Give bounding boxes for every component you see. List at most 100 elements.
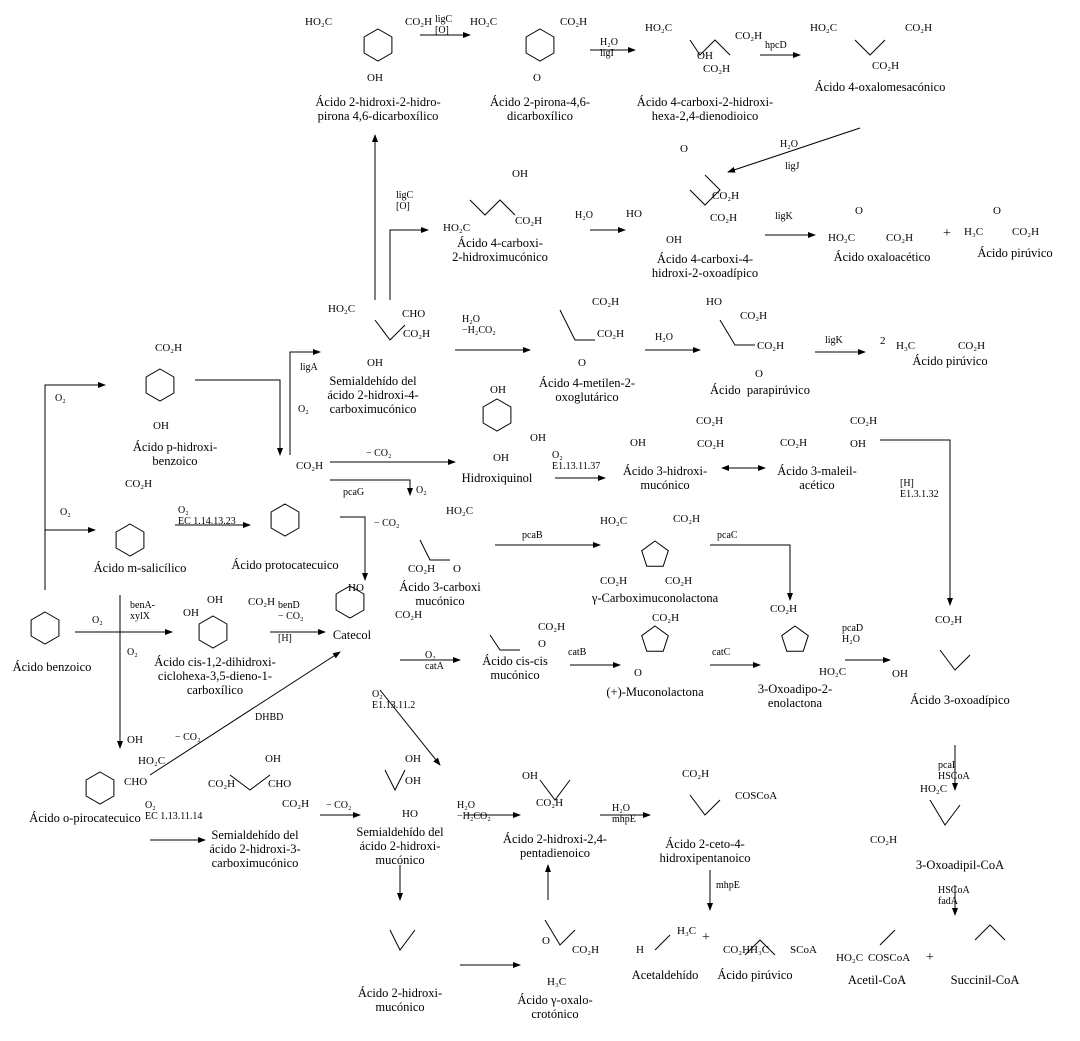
- enzyme-label: − CO₂: [374, 518, 400, 529]
- ring-structure: [641, 540, 669, 567]
- structure-group-label: O: [542, 935, 550, 947]
- structure-group-label: CO₂H: [780, 437, 808, 449]
- reaction-arrow: [389, 227, 429, 300]
- structure-group-label: CO₂H: [665, 575, 693, 587]
- structure-group-label: CO₂H: [282, 798, 310, 810]
- structure-group-label: CO₂H: [560, 16, 588, 28]
- structure-group-label: CO₂H: [905, 22, 933, 34]
- enzyme-label: DHBD: [255, 712, 284, 723]
- structure-group-label: CHO: [402, 308, 426, 320]
- ring-structure: [525, 28, 555, 62]
- structure-group-label: CO₂H: [248, 596, 276, 608]
- structure-group-label: CO₂H: [155, 342, 183, 354]
- structure-group-label: CO₂H: [870, 834, 898, 846]
- enzyme-label: benD − CO₂ [H]: [278, 600, 304, 644]
- structure-group-label: HO₂C: [600, 515, 628, 527]
- compound-name: Ácido 4-metilen-2- oxoglutárico: [538, 376, 636, 404]
- ring-structure: [115, 523, 145, 557]
- enzyme-label: O₂ EC 1.13.11.14: [145, 800, 203, 822]
- ring-structure: [335, 585, 365, 619]
- enzyme-label: ligA: [300, 362, 318, 373]
- chain-bond: [689, 39, 731, 56]
- structure-group-label: HO₂C: [470, 16, 498, 28]
- structure-group-label: H₃C: [896, 340, 916, 352]
- structure-group-label: COSCoA: [868, 952, 911, 964]
- compound-name: Ácido 4-carboxi-4- hidroxi-2-oxoadípico: [651, 252, 759, 280]
- reaction-arrow: [149, 651, 341, 776]
- reaction-arrow: [727, 127, 861, 173]
- chain-bond: [689, 794, 721, 816]
- chain-bond: [744, 939, 776, 956]
- compound-name: Ácido o-pirocatecuico: [29, 811, 141, 825]
- enzyme-label: [H] E1.3.1.32: [900, 478, 939, 500]
- plus-sign: +: [926, 950, 934, 965]
- structure-group-label: OH: [183, 607, 199, 619]
- compound-name: Ácido 4-carboxi- 2-hidroximucónico: [452, 236, 548, 264]
- structure-group-label: OH: [522, 770, 538, 782]
- enzyme-label: pcaC: [717, 530, 738, 541]
- compound-name: Succinil-CoA: [950, 973, 1020, 987]
- compound-name: Hidroxiquinol: [461, 471, 533, 485]
- structure-group-label: H₃C: [677, 925, 697, 937]
- ring-structure: [145, 368, 175, 402]
- chain-bond: [469, 199, 516, 216]
- compound-name: Ácido 2-hidroxi-2-hidro- pirona 4,6-dica…: [315, 95, 441, 123]
- structure-group-label: H₃C: [964, 226, 984, 238]
- enzyme-label: ligK: [825, 335, 843, 346]
- structure-group-label: H₃C: [750, 944, 770, 956]
- structure-group-label: OH: [512, 168, 528, 180]
- ring-structure: [30, 611, 60, 645]
- chain-bond: [374, 319, 406, 341]
- enzyme-label: mhpE: [716, 880, 740, 891]
- structure-group-label: CO₂H: [740, 310, 768, 322]
- structure-group-label: OH: [630, 437, 646, 449]
- structure-group-label: CO₂H: [652, 612, 680, 624]
- enzyme-label: hpcD: [765, 40, 787, 51]
- structure-group-label: HO₂C: [645, 22, 673, 34]
- enzyme-label: O₂ EC 1.14.13.23: [178, 505, 236, 527]
- enzyme-label: O₂: [92, 615, 103, 626]
- structure-group-label: OH: [153, 420, 169, 432]
- reaction-arrow: [289, 349, 321, 455]
- compound-name: Ácido pirúvico: [717, 968, 793, 982]
- enzyme-label: O₂ E1.13.11.37: [552, 450, 601, 472]
- structure-group-label: CO₂H: [408, 563, 436, 575]
- enzyme-label: − CO₂: [366, 448, 392, 459]
- compound-name: Semialdehído del ácido 2-hidroxi- mucóni…: [356, 825, 444, 867]
- structure-group-label: HO₂C: [305, 16, 333, 28]
- chain-bond: [879, 929, 896, 946]
- plus-sign: +: [943, 226, 951, 241]
- compound-name: Ácido γ-oxalo- crotónico: [517, 993, 593, 1021]
- structure-group-label: CO₂H: [536, 797, 564, 809]
- structure-group-label: CO₂H: [403, 328, 431, 340]
- structure-group-label: HO₂C: [446, 505, 474, 517]
- structure-group-label: CO₂H: [296, 460, 324, 472]
- enzyme-label: pcaG: [343, 487, 365, 498]
- ring-structure: [270, 503, 300, 537]
- chain-bond: [854, 39, 886, 56]
- structure-group-label: CO₂H: [572, 944, 600, 956]
- compound-name: Ácido 3-hidroxi- mucónico: [622, 464, 708, 492]
- compound-name: Semialdehído del ácido 2-hidroxi-3- carb…: [209, 828, 301, 870]
- structure-group-label: SCoA: [790, 944, 817, 956]
- compound-name: Ácido m-salicílico: [93, 561, 187, 575]
- plus-sign: +: [702, 930, 710, 945]
- chain-bond: [544, 919, 576, 946]
- compound-name: Ácido 3-oxoadípico: [910, 693, 1010, 707]
- reaction-arrow: [710, 544, 793, 601]
- structure-group-label: HO: [348, 582, 364, 594]
- reaction-arrow: [340, 516, 368, 581]
- structure-group-label: OH: [265, 753, 281, 765]
- chain-bond: [384, 769, 406, 792]
- structure-group-label: OH: [490, 384, 506, 396]
- reaction-arrow: [379, 689, 441, 766]
- compound-name: (+)-Muconolactona: [606, 685, 704, 699]
- chain-bond: [719, 319, 755, 346]
- enzyme-label: benA- xylX: [130, 600, 155, 622]
- compound-name: Ácido cis-1,2-dihidroxi- ciclohexa-3,5-d…: [154, 655, 276, 697]
- enzyme-label: HSCoA fadA: [938, 885, 970, 907]
- enzyme-label: − CO₂: [175, 732, 201, 743]
- structure-group-label: O: [533, 72, 541, 84]
